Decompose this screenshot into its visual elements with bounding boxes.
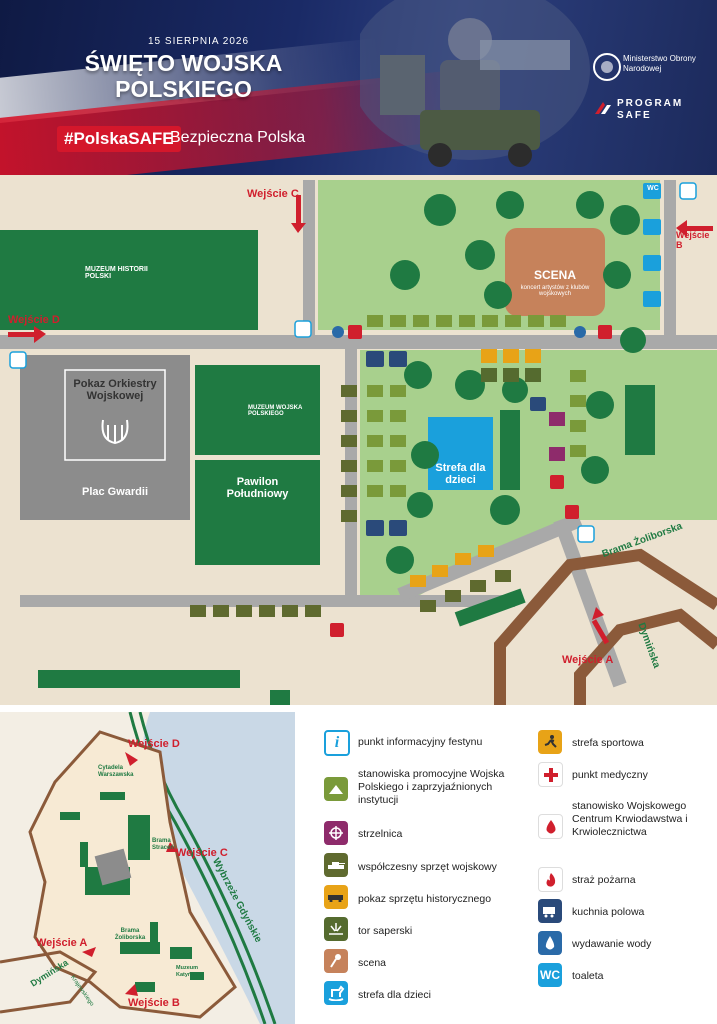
overview-entrance-b: Wejście B bbox=[128, 997, 180, 1009]
strefa-dzieci-label: Strefa dla dzieci bbox=[435, 462, 486, 486]
fire-icon bbox=[538, 867, 563, 892]
ministry-emblem-icon bbox=[593, 53, 621, 81]
field-kitchen-icon bbox=[538, 899, 562, 923]
event-subtitle: Bezpieczna Polska bbox=[170, 129, 306, 146]
info-icon: i bbox=[324, 730, 350, 756]
cytadela-label: Cytadela Warszawska bbox=[98, 765, 134, 778]
building-muzeum-wojska bbox=[195, 365, 320, 455]
legend: i punkt informacyjny festynu stanowiska … bbox=[300, 712, 717, 1024]
overview-entrance-c: Wejście C bbox=[176, 847, 228, 859]
plac-gwardii-label: Plac Gwardii bbox=[81, 486, 149, 498]
runner-icon bbox=[538, 730, 562, 754]
legend-modern-equipment: współczesny sprzęt wojskowy bbox=[358, 861, 497, 873]
overview-entrance-a: Wejście A bbox=[36, 937, 88, 949]
muzeum-wojska-label: MUZEUM WOJSKA POLSKIEGO bbox=[248, 405, 303, 417]
event-title: ŚWIĘTO WOJSKA POLSKIEGO bbox=[84, 50, 283, 102]
explosion-icon bbox=[324, 917, 348, 941]
legend-tents: stanowiska promocyjne Wojska Polskiego i… bbox=[358, 768, 505, 806]
legend-kitchen: kuchnia polowa bbox=[572, 906, 645, 918]
vistula-river bbox=[142, 712, 295, 1024]
panel-divider bbox=[0, 705, 717, 712]
legend-sports: strefa sportowa bbox=[572, 737, 644, 749]
building-muzeum-historii bbox=[0, 230, 258, 330]
legend-fire: straż pożarna bbox=[572, 874, 636, 886]
legend-toilet: toaleta bbox=[572, 970, 604, 982]
pokaz-orkiestry-label: Pokaz Orkiestry Wojskowej bbox=[73, 378, 157, 402]
water-drop-icon bbox=[538, 931, 562, 955]
legend-medical: punkt medyczny bbox=[572, 769, 648, 781]
microphone-icon bbox=[324, 949, 348, 973]
hashtag-badge: #PolskaSAFE bbox=[57, 126, 181, 152]
crosshair-icon bbox=[324, 821, 348, 845]
entrance-d-label: Wejście D bbox=[8, 314, 60, 326]
entrance-c-label: Wejście C bbox=[247, 188, 299, 200]
header-banner: 15 SIERPNIA 2026 ŚWIĘTO WOJSKA POLSKIEGO… bbox=[0, 0, 717, 175]
scena-subtitle: koncert artystów z klubów wojskowych bbox=[520, 285, 590, 297]
blood-drop-icon bbox=[538, 814, 563, 839]
building-pawilon bbox=[195, 460, 320, 565]
legend-sapper: tor saperski bbox=[358, 925, 413, 937]
ministry-name: Ministerstwo Obrony Narodowej bbox=[623, 54, 696, 73]
overview-brama-zoliborska: Brama Żoliborska bbox=[114, 928, 146, 941]
wc-label: WC bbox=[647, 185, 659, 192]
muzeum-katynskie-label: Muzeum Katyńskie bbox=[176, 965, 202, 978]
historic-vehicle-icon bbox=[324, 885, 348, 909]
soldier-illustration bbox=[360, 0, 590, 167]
program-safe-logo-icon bbox=[595, 102, 611, 114]
legend-historic: pokaz sprzętu historycznego bbox=[358, 893, 492, 905]
tank-icon bbox=[324, 853, 348, 877]
program-safe-label: PROGRAM SAFE bbox=[617, 98, 684, 121]
legend-info: punkt informacyjny festynu bbox=[358, 736, 483, 748]
entrance-b-label: Wejście B bbox=[676, 230, 710, 250]
legend-stage: scena bbox=[358, 957, 387, 969]
legend-shooting: strzelnica bbox=[358, 828, 403, 840]
legend-kids: strefa dla dzieci bbox=[358, 989, 431, 1001]
legend-water: wydawanie wody bbox=[572, 938, 652, 950]
wc-icon: WC bbox=[538, 963, 562, 987]
scena-title: SCENA bbox=[533, 268, 576, 282]
tent-icon bbox=[324, 777, 348, 801]
entrance-a-label: Wejście A bbox=[562, 654, 614, 666]
medical-cross-icon bbox=[538, 762, 563, 787]
muzeum-historii-label: MUZEUM HISTORII POLSKI bbox=[85, 266, 148, 280]
overview-entrance-d: Wejście D bbox=[128, 738, 180, 750]
scena-area bbox=[505, 228, 605, 316]
overview-map bbox=[0, 712, 295, 1024]
rocking-horse-icon bbox=[324, 981, 348, 1005]
pawilon-label: Pawilon Południowy bbox=[226, 476, 289, 500]
festival-map bbox=[0, 175, 717, 705]
citadel-outline bbox=[28, 730, 237, 1019]
legend-blood-center: stanowisko Wojskowego Centrum Krwiodawst… bbox=[572, 800, 688, 838]
brama-straceni-label: Brama Straceń bbox=[152, 838, 175, 851]
event-date: 15 SIERPNIA 2026 bbox=[148, 36, 250, 47]
